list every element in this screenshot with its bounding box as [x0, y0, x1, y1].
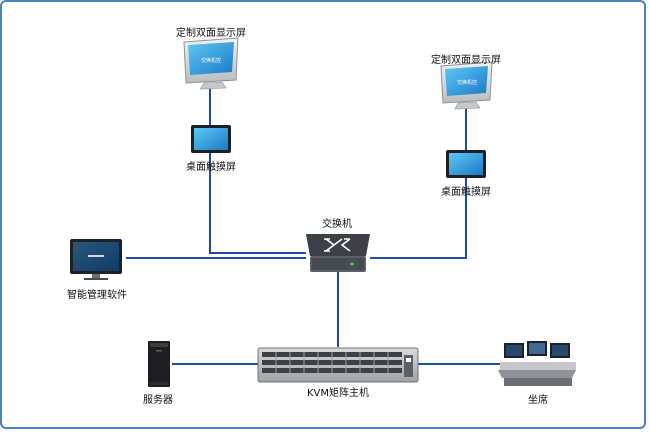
switch-icon	[306, 234, 370, 272]
label-mgmt-software: 智能管理软件	[67, 290, 127, 301]
touch-screen-right-icon	[446, 150, 486, 178]
label-switch: 交换机	[322, 219, 352, 230]
label-kvm: KVM矩阵主机	[306, 388, 370, 399]
line-touch-right-switch	[370, 177, 467, 259]
server-icon	[148, 341, 170, 387]
display-left-screen-text: 交换机控	[201, 57, 221, 64]
connection-lines	[126, 85, 500, 365]
label-server: 服务器	[143, 395, 173, 406]
label-display-right: 定制双面显示屏	[431, 55, 501, 66]
label-touch-left: 桌面触摸屏	[186, 162, 236, 173]
kvm-matrix-icon	[257, 347, 419, 383]
custom-display-left-icon	[183, 37, 239, 90]
seat-console-icon	[498, 341, 576, 386]
label-touch-right: 桌面触摸屏	[441, 187, 491, 198]
touch-screen-left-icon	[191, 125, 231, 153]
label-seat: 坐席	[528, 395, 548, 406]
label-display-left: 定制双面显示屏	[176, 28, 246, 39]
management-monitor-icon	[70, 239, 122, 280]
custom-display-right-icon	[440, 61, 493, 110]
display-right-screen-text: 交换机控	[457, 79, 477, 86]
line-touch-left-switch	[209, 152, 306, 254]
